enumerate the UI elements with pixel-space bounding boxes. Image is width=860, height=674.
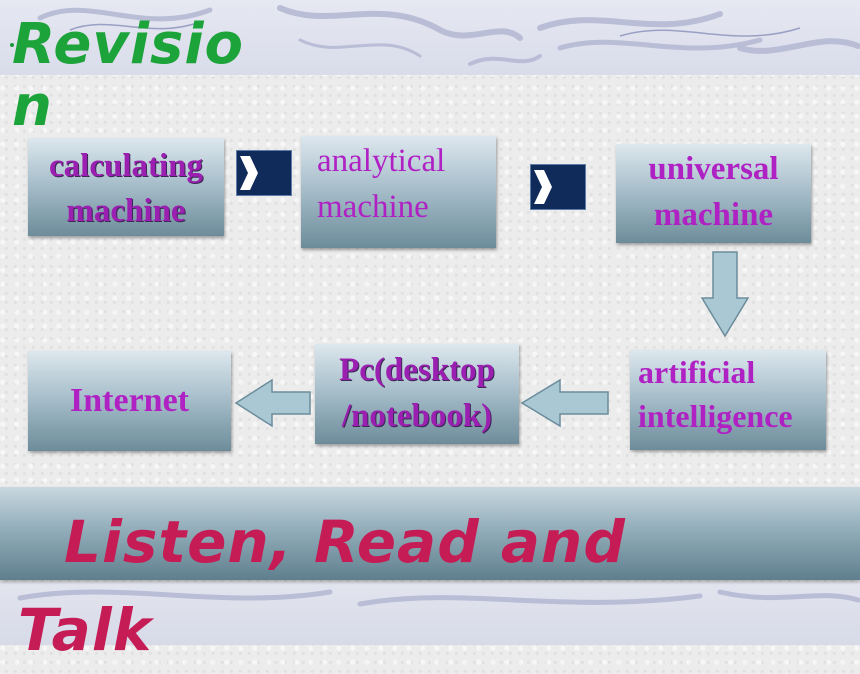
- node-label: calculating machine: [49, 148, 203, 229]
- arrow-notch-1: [236, 150, 292, 196]
- down-arrow-icon: [700, 251, 750, 338]
- left-arrow-icon: [520, 378, 609, 428]
- right-arrow-icon: [534, 170, 552, 204]
- node-pc: Pc(desktop /notebook): [315, 344, 519, 444]
- node-label: universal machine: [648, 151, 779, 233]
- right-arrow-icon: [240, 156, 258, 190]
- node-analytical-machine: analytical machine: [301, 136, 496, 248]
- bullet-dot: [10, 43, 14, 47]
- node-label: Internet: [70, 382, 189, 419]
- node-universal-machine: universal machine: [616, 144, 811, 243]
- left-arrow-icon: [234, 378, 311, 428]
- node-label: Pc(desktop /notebook): [339, 352, 495, 434]
- node-calculating-machine: calculating machine: [28, 138, 224, 236]
- node-label: artificial intelligence: [638, 354, 793, 434]
- subtitle-bar: [0, 487, 860, 580]
- swirl-decoration: [17, 5, 860, 607]
- slide-title: Revision: [12, 12, 245, 139]
- node-internet: Internet: [28, 351, 231, 451]
- node-artificial-intelligence: artificial intelligence: [630, 350, 826, 450]
- slide-subtitle: Listen, Read and Talk: [18, 508, 626, 664]
- node-label: analytical machine: [317, 143, 446, 225]
